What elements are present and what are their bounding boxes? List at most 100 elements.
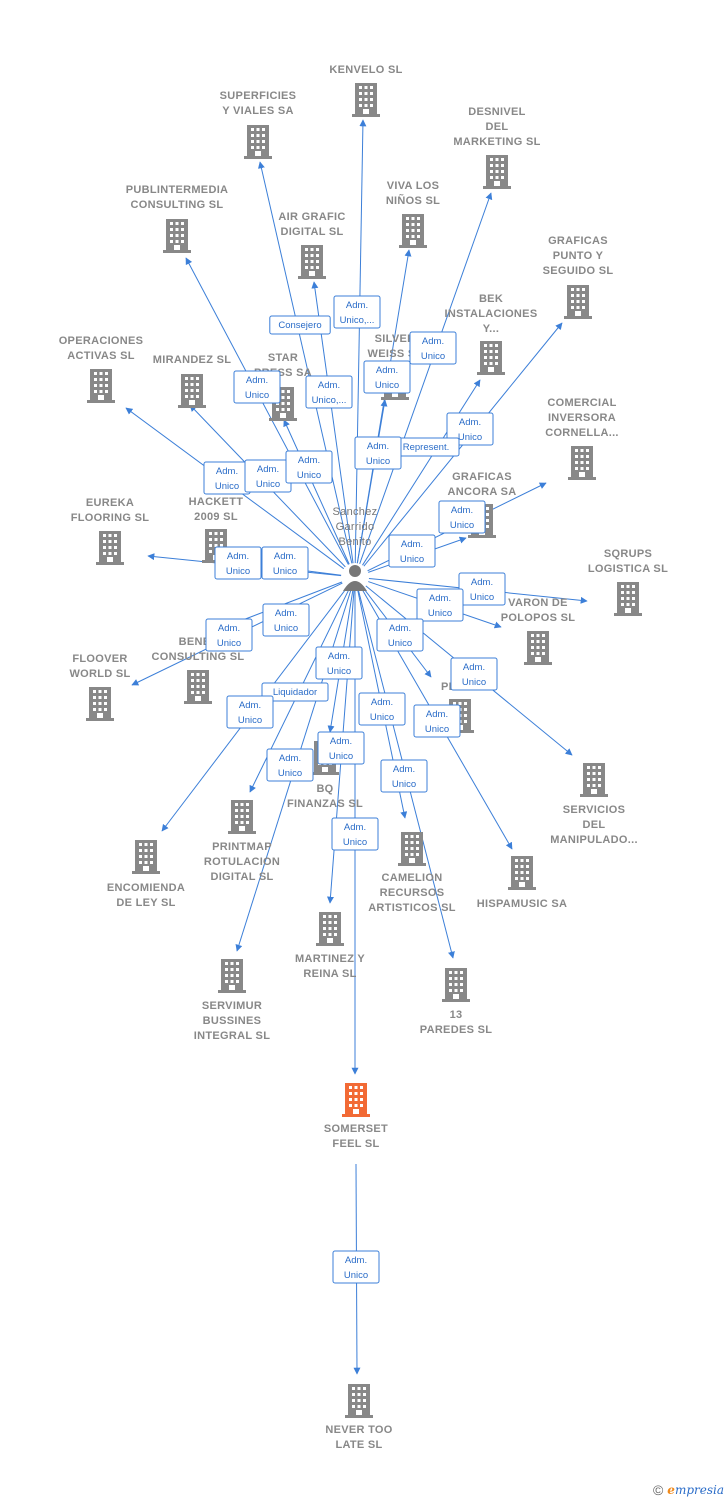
- company-node-zhackett[interactable]: ZHACKETT2009 SL: [189, 481, 244, 563]
- role-badge-text: Adm.: [426, 709, 448, 720]
- role-badge-text: Adm.: [227, 551, 249, 562]
- role-badge[interactable]: Adm.Unico: [261, 546, 309, 580]
- role-badge[interactable]: Adm.Unico,...: [305, 375, 353, 409]
- role-badge[interactable]: Adm.Unico: [416, 588, 464, 622]
- building-icon: [477, 341, 505, 375]
- role-badge[interactable]: Adm.Unico: [317, 731, 365, 765]
- role-badge-text: Adm.: [389, 623, 411, 634]
- role-badge-box: [388, 534, 436, 568]
- role-badge[interactable]: Adm.Unico: [438, 500, 486, 534]
- role-badge[interactable]: Adm.Unico: [262, 603, 310, 637]
- role-badge-box: [450, 657, 498, 691]
- role-badge-box: [446, 412, 494, 446]
- role-badge[interactable]: Liquidador: [261, 682, 329, 702]
- role-badge[interactable]: Adm.Unico: [226, 695, 274, 729]
- role-badge-box: [331, 817, 379, 851]
- company-label: AIR GRAFIC: [278, 211, 345, 223]
- company-node-kenvelo[interactable]: KENVELO SL: [329, 64, 402, 117]
- role-badge[interactable]: Adm.Unico: [363, 360, 411, 394]
- role-badge[interactable]: Adm.Unico: [205, 618, 253, 652]
- role-badge[interactable]: Adm.Unico: [315, 646, 363, 680]
- role-badge[interactable]: Adm.Unico: [446, 412, 494, 446]
- company-node-bek[interactable]: BEKINSTALACIONESY...: [445, 293, 538, 375]
- company-label: CAMELION: [381, 872, 442, 884]
- brand-logo: empresia: [667, 1483, 724, 1497]
- role-badge[interactable]: Adm.Unico: [376, 618, 424, 652]
- company-label: NEVER TOO: [325, 1424, 392, 1436]
- company-label: EUREKA: [86, 497, 134, 509]
- role-badge-text: Adm.: [218, 623, 240, 634]
- company-label: FLOOVER: [72, 653, 127, 665]
- company-node-mirandez[interactable]: MIRANDEZ SL: [153, 354, 231, 408]
- company-label: BQ: [316, 783, 333, 795]
- role-badge[interactable]: Adm.Unico: [380, 759, 428, 793]
- role-badge[interactable]: Adm.Unico: [332, 1250, 380, 1284]
- role-badge[interactable]: Adm.Unico: [331, 817, 379, 851]
- role-badge[interactable]: Adm.Unico: [354, 436, 402, 470]
- role-badge[interactable]: Adm.Unico: [203, 461, 251, 495]
- company-label: FLOORING SL: [71, 512, 149, 524]
- role-badge[interactable]: Adm.Unico: [233, 370, 281, 404]
- company-label: RECURSOS: [380, 887, 445, 899]
- role-badge[interactable]: Consejero: [269, 315, 331, 335]
- role-badge[interactable]: Adm.Unico: [413, 704, 461, 738]
- building-icon: [568, 446, 596, 480]
- company-node-hispamusic[interactable]: HISPAMUSIC SA: [477, 856, 567, 910]
- role-badge[interactable]: Adm.Unico,...: [333, 295, 381, 329]
- company-label: CONSULTING SL: [152, 651, 245, 663]
- company-node-eureka[interactable]: EUREKA FLOORING SL: [71, 497, 149, 565]
- role-badge-text: Unico: [458, 432, 482, 443]
- company-node-servicios[interactable]: SERVICIOSDELMANIPULADO...: [550, 763, 638, 846]
- role-badge[interactable]: Adm.Unico: [266, 748, 314, 782]
- building-icon: [564, 285, 592, 319]
- role-badge[interactable]: Adm.Unico: [458, 572, 506, 606]
- role-badge[interactable]: Adm.Unico: [358, 692, 406, 726]
- company-label: HACKETT: [189, 496, 244, 508]
- role-badge[interactable]: Adm. Unico: [214, 546, 262, 580]
- role-badge-text: Adm.: [239, 700, 261, 711]
- role-badge[interactable]: Adm.Unico: [409, 331, 457, 365]
- role-badge[interactable]: Adm.Unico: [244, 459, 292, 493]
- role-badge[interactable]: Adm.Unico: [450, 657, 498, 691]
- role-badge-text: Adm.: [344, 822, 366, 833]
- role-badge[interactable]: Represent.: [392, 437, 460, 457]
- company-label: SOMERSET: [324, 1123, 388, 1135]
- company-label: DESNIVEL: [468, 106, 525, 118]
- company-label: ENCOMIENDA: [107, 882, 185, 894]
- role-badge[interactable]: Adm.Unico: [285, 450, 333, 484]
- company-label: BEK: [479, 293, 503, 305]
- role-badge-text: Adm.: [298, 455, 320, 466]
- company-label: SERVIMUR: [202, 1000, 262, 1012]
- role-badge-text: Adm.: [429, 593, 451, 604]
- building-icon: [96, 531, 124, 565]
- company-node-comercialinversora[interactable]: COMERCIALINVERSORACORNELLA...: [545, 397, 619, 480]
- role-badge[interactable]: Adm.Unico: [388, 534, 436, 568]
- role-badge-text: Adm.: [246, 375, 268, 386]
- role-badge-box: [376, 618, 424, 652]
- role-badge-text: Unico: [226, 566, 250, 577]
- role-badge-text: Unico: [278, 768, 302, 779]
